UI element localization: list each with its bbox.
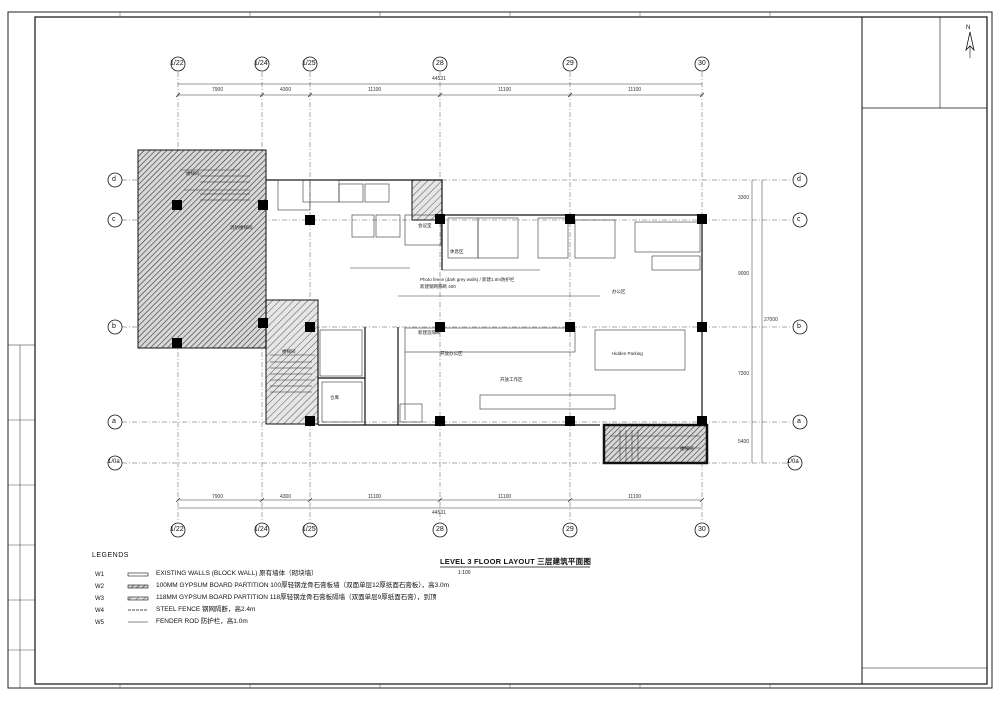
grid-label-col-3: 1/25 (302, 60, 316, 67)
room-label-lounge: 休息区 (450, 249, 464, 254)
room-label-stair1: 楼梯间 (186, 171, 200, 176)
hatched-areas (137, 149, 708, 464)
plan-note-2: 新建钢网隔断 400 (420, 284, 456, 289)
room-label-mtg: 会议室 (418, 223, 432, 228)
legend-code-w2: W2 (95, 584, 104, 590)
drawing-title: LEVEL 3 FLOOR LAYOUT 三层建筑平面图 (440, 557, 592, 566)
dimension-right-1: 3300 (738, 195, 750, 201)
dimension-span-5-bottom: 11100 (628, 494, 642, 500)
legend-swatches (127, 572, 149, 623)
legend-text-w2: 100MM GYPSUM BOARD PARTITION 100厚轻钢龙骨石膏板… (156, 582, 450, 589)
grid-label-col-4-bottom: 28 (436, 526, 444, 533)
dimension-span-1: 7900 (212, 87, 224, 93)
drawing-scale: 1:100 (458, 570, 471, 576)
stair-treads (200, 175, 639, 460)
dimension-span-2-bottom: 4300 (280, 494, 292, 500)
legend-code-w1: W1 (95, 572, 104, 578)
grid-label-row-c: c (112, 216, 116, 223)
grid-label-row-c-right: c (797, 216, 801, 223)
grid-label-col-4: 28 (436, 60, 444, 67)
columns (172, 200, 707, 426)
walls (265, 179, 709, 465)
room-label-stair2: 楼梯间 (282, 349, 296, 354)
legend-code-w4: W4 (95, 608, 104, 614)
grid-label-row-b-right: b (797, 323, 801, 330)
plan-note-3: 新建造隔断 (418, 330, 441, 335)
grid-label-row-1-0a-right: 1/0a (787, 459, 799, 465)
grid-label-col-2-bottom: 1/24 (254, 526, 268, 533)
dimension-overall-bottom: 44531 (432, 510, 446, 516)
grid-label-col-1: 1/22 (170, 60, 184, 67)
legend-text-w5: FENDER ROD 防护栏，高1.0m (156, 618, 248, 625)
dimension-right-4: 5400 (738, 439, 750, 445)
grid-label-row-a-right: a (797, 418, 801, 425)
legend-text-w1: EXISTING WALLS (BLOCK WALL) 原有墙体（砌块墙） (156, 570, 318, 577)
sheet-border (7, 11, 993, 689)
grid-label-col-5: 29 (566, 60, 574, 67)
plan-note-1: Photo fence (dark grey walls) / 新建1.0m防护… (420, 277, 515, 282)
room-label-open: 开放办公区 (440, 351, 463, 356)
legends-heading: LEGENDS (92, 552, 129, 559)
legend-text-w4: STEEL FENCE 钢网隔断，高2.4m (156, 606, 256, 613)
dimension-span-5: 11100 (628, 87, 642, 93)
room-label-south: 开放工作区 (500, 377, 523, 382)
legend-text-w3: 118MM GYPSUM BOARD PARTITION 118厚轻钢龙骨石膏板… (156, 594, 437, 601)
dimension-span-4: 11100 (498, 87, 512, 93)
legend-code-w3: W3 (95, 596, 104, 602)
room-label-office: 办公区 (612, 289, 626, 294)
grid-label-col-6: 30 (698, 60, 706, 67)
dimension-span-3: 11100 (368, 87, 382, 93)
dimension-span-4-bottom: 11100 (498, 494, 512, 500)
dimension-right-2: 9000 (738, 271, 750, 277)
grid-label-row-1-0a: 1/0a (108, 459, 120, 465)
grid-label-col-3-bottom: 1/25 (302, 526, 316, 533)
interior-partitions (180, 169, 701, 449)
north-arrow-icon (965, 31, 975, 58)
grid-label-col-5-bottom: 29 (566, 526, 574, 533)
room-label-wh: 仓库 (330, 395, 339, 400)
grid-label-row-a: a (112, 418, 116, 425)
dimension-right-overall: 27000 (764, 317, 778, 323)
dimension-overall-top: 44531 (432, 76, 446, 82)
grid-label-row-d-right: d (797, 176, 801, 183)
room-label-shelf: Hidden Parking (612, 351, 643, 356)
dimension-span-3-bottom: 11100 (368, 494, 382, 500)
north-label: N (966, 25, 971, 31)
dimension-span-1-bottom: 7900 (212, 494, 224, 500)
room-label-stair3: 楼梯间 (680, 446, 694, 451)
grid-label-row-b: b (112, 323, 116, 330)
grid-label-row-d: d (112, 176, 116, 183)
dimension-right-3: 7300 (738, 371, 750, 377)
dimension-lines (175, 83, 763, 509)
grid-label-col-2: 1/24 (254, 60, 268, 67)
legend-code-w5: W5 (95, 620, 104, 626)
grid-bubbles (107, 56, 808, 538)
dimension-span-2: 4300 (280, 87, 292, 93)
grid-label-col-1-bottom: 1/22 (170, 526, 184, 533)
grid-label-col-6-bottom: 30 (698, 526, 706, 533)
room-label-fire: 消防楼梯间 (230, 225, 253, 230)
